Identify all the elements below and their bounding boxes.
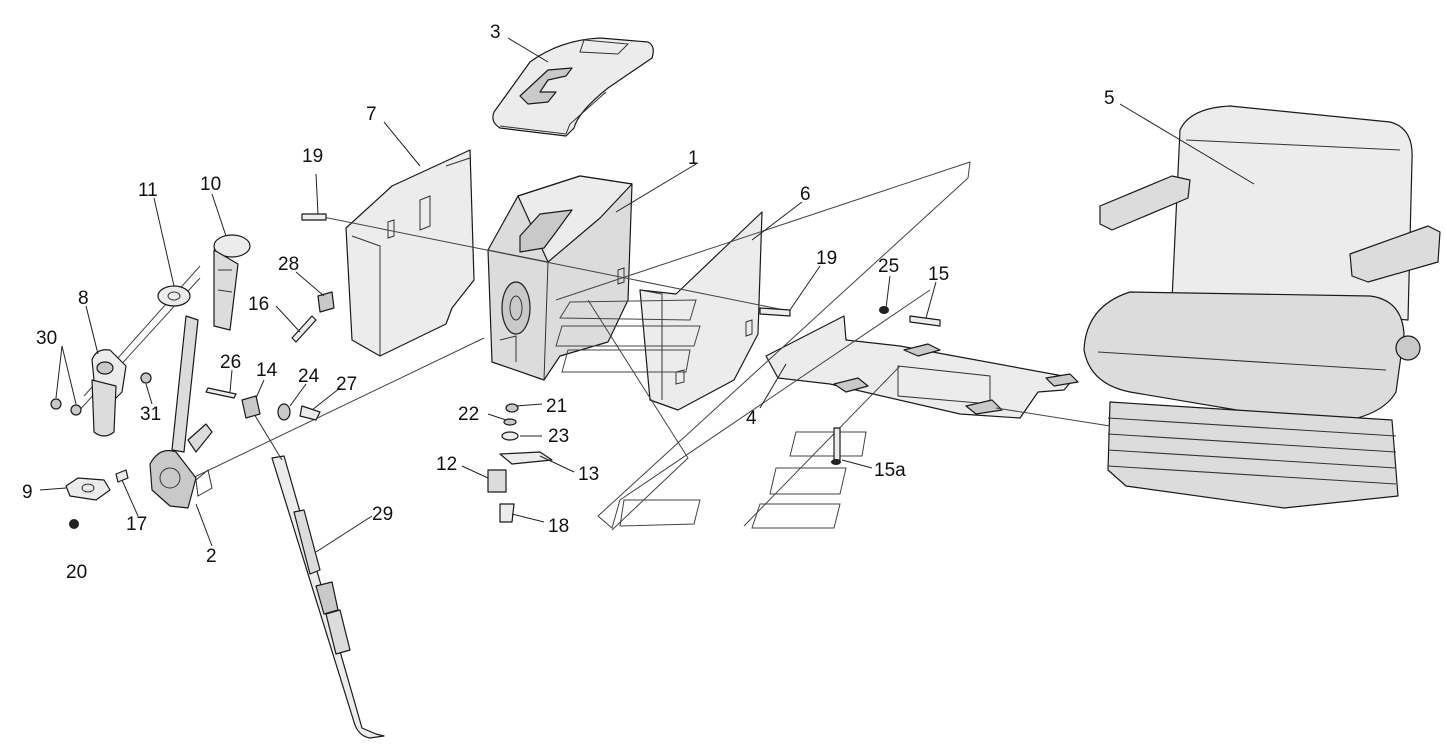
part-10-lever-bracket [213, 234, 251, 331]
label-22: 22 [458, 404, 479, 425]
label-12: 12 [436, 454, 457, 475]
label-2: 2 [206, 546, 217, 567]
label-18: 18 [548, 516, 569, 537]
label-6: 6 [800, 184, 811, 205]
label-31: 31 [140, 404, 161, 425]
part-4-mounting-plate [765, 315, 1079, 419]
part-9-clamp [65, 477, 111, 501]
label-14: 14 [256, 360, 278, 381]
label-10: 10 [200, 174, 221, 195]
label-19-right: 19 [816, 248, 837, 269]
label-29: 29 [372, 504, 393, 525]
label-23: 23 [548, 426, 569, 447]
part-8-shift-knob [91, 349, 127, 437]
part-6-side-panel [639, 211, 763, 411]
label-1: 1 [688, 148, 699, 169]
label-4: 4 [746, 408, 757, 429]
label-19-left: 19 [302, 146, 323, 167]
label-26: 26 [220, 352, 241, 373]
part-29-cable [247, 403, 385, 739]
leader-lines [39, 37, 1255, 553]
part-11-bushing [157, 285, 191, 307]
label-5: 5 [1104, 88, 1115, 109]
label-7: 7 [366, 104, 377, 125]
label-30: 30 [36, 328, 57, 349]
label-25: 25 [878, 256, 899, 277]
label-13: 13 [578, 464, 599, 485]
part-5-seat [1083, 105, 1441, 509]
label-16: 16 [248, 294, 269, 315]
callout-labels: 3 7 1 6 5 19 19 25 15 28 16 26 14 24 27 … [22, 22, 1115, 583]
label-20: 20 [66, 562, 87, 583]
part-1-console-housing [487, 175, 633, 381]
label-24: 24 [298, 366, 320, 387]
label-9: 9 [22, 482, 33, 503]
label-27: 27 [336, 374, 357, 395]
small-hardware [50, 213, 941, 529]
label-15a: 15a [874, 460, 906, 481]
part-7-side-panel [345, 149, 475, 357]
part-2-lever-mechanism [149, 315, 213, 509]
label-8: 8 [78, 288, 89, 309]
label-3: 3 [490, 22, 501, 43]
label-21: 21 [546, 396, 567, 417]
label-17: 17 [126, 514, 147, 535]
label-15: 15 [928, 264, 949, 285]
label-11: 11 [138, 180, 158, 201]
label-28: 28 [278, 254, 299, 275]
part-3-console-cover [492, 37, 654, 137]
